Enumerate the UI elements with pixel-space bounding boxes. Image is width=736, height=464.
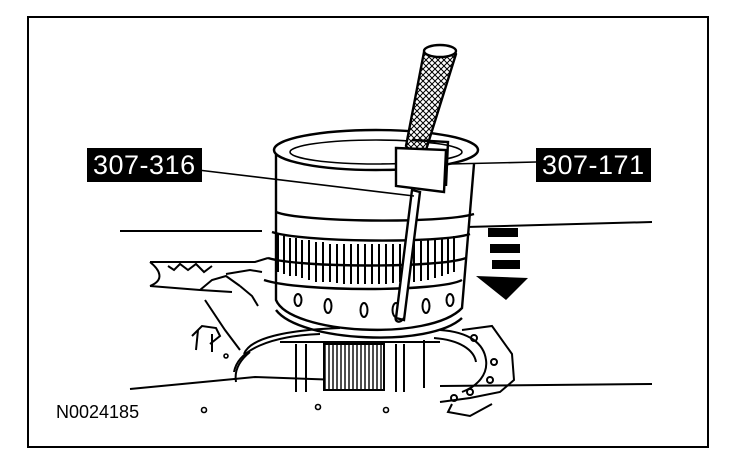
figure-frame	[27, 16, 709, 448]
input-shaft-gear	[280, 340, 440, 392]
puller-tool	[394, 43, 458, 323]
transmission-case	[120, 221, 653, 418]
case-bolt-holes	[200, 353, 390, 414]
direction-arrow	[476, 228, 528, 300]
callout-label-307-171: 307-171	[536, 148, 651, 182]
callout-label-307-316: 307-316	[87, 148, 202, 182]
figure-id: N0024185	[56, 402, 140, 422]
leader-line-307-171	[449, 161, 537, 165]
leader-line-307-316	[197, 169, 415, 197]
